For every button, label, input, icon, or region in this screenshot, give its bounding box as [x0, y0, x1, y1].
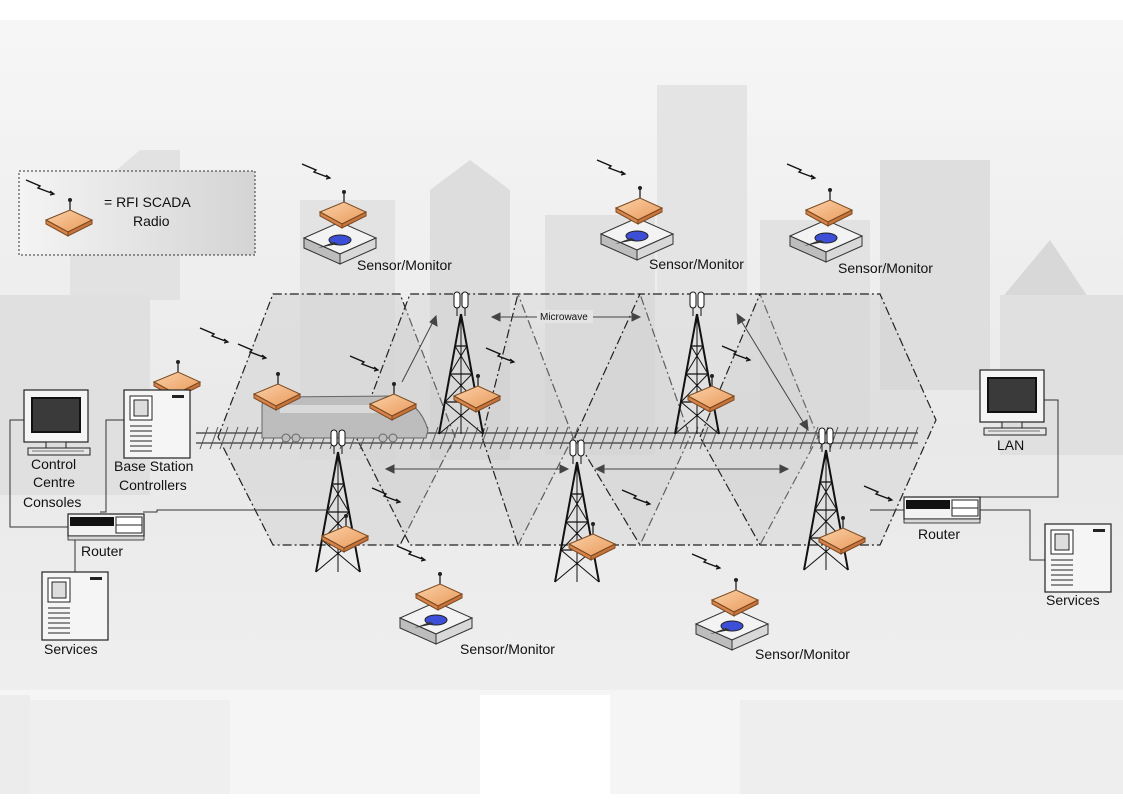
microwave-label-bg — [537, 310, 593, 323]
track-tie — [849, 426, 859, 450]
track-tie — [459, 426, 469, 450]
router-icon — [67, 513, 145, 541]
coverage-cells — [217, 293, 937, 546]
sensor-monitor-label: Sensor/Monitor — [755, 646, 850, 662]
sensor-monitor-top-1: Sensor/Monitor — [301, 163, 452, 273]
router-label: Router — [918, 526, 960, 542]
track-tie — [899, 426, 909, 450]
server-icon — [1044, 523, 1112, 593]
track-tie — [809, 426, 819, 450]
services-label: Services — [44, 641, 98, 657]
router-label: Router — [81, 543, 123, 559]
track-tie — [469, 426, 479, 450]
track-tie — [729, 426, 739, 450]
track-tie — [249, 426, 259, 450]
track-tie — [779, 426, 789, 450]
sensor-monitor-label: Sensor/Monitor — [838, 260, 933, 276]
sensor-monitor-label: Sensor/Monitor — [460, 641, 555, 657]
sensor-monitor-bottom-1: Sensor/Monitor — [396, 545, 555, 657]
track-tie — [799, 426, 809, 450]
track-tie — [589, 426, 599, 450]
track-tie — [889, 426, 899, 450]
sensor-monitor-top-3: Sensor/Monitor — [786, 163, 933, 276]
track-tie — [199, 426, 209, 450]
server-icon — [41, 571, 109, 641]
track-tie — [499, 426, 509, 450]
track-tie — [659, 426, 669, 450]
track-tie — [209, 426, 219, 450]
track-tie — [769, 426, 779, 450]
track-tie — [639, 426, 649, 450]
track-tie — [869, 426, 879, 450]
legend-radio-label-2: Radio — [133, 213, 170, 229]
track-tie — [709, 426, 719, 450]
track-tie — [739, 426, 749, 450]
track-tie — [759, 426, 769, 450]
sensor-monitor-label: Sensor/Monitor — [357, 257, 452, 273]
track-tie — [559, 426, 569, 450]
track-tie — [549, 426, 559, 450]
track-tie — [679, 426, 689, 450]
services-label: Services — [1046, 592, 1100, 608]
microwave-label: Microwave — [540, 312, 588, 323]
control-centre-label-2: Centre — [33, 474, 75, 490]
track-tie — [239, 426, 249, 450]
track-tie — [909, 426, 919, 450]
control-centre-label-3: Consoles — [23, 494, 81, 510]
track-tie — [529, 426, 539, 450]
track-tie — [429, 426, 439, 450]
bsc-label: Base Station — [114, 458, 193, 474]
track-tie — [699, 426, 709, 450]
track-tie — [879, 426, 889, 450]
track-tie — [449, 426, 459, 450]
track-tie — [219, 426, 229, 450]
sensor-monitor-bottom-2: Sensor/Monitor — [691, 553, 850, 662]
bsc-label-2: Controllers — [119, 477, 187, 493]
track-tie — [479, 426, 489, 450]
track-tie — [839, 426, 849, 450]
track-tie — [629, 426, 639, 450]
railway-track — [196, 426, 919, 450]
track-tie — [649, 426, 659, 450]
network-wiring — [9, 399, 1059, 578]
track-tie — [439, 426, 449, 450]
track-tie — [669, 426, 679, 450]
track-tie — [789, 426, 799, 450]
track-tie — [509, 426, 519, 450]
lan-label: LAN — [997, 437, 1024, 453]
legend-radio-label: = RFI SCADA — [104, 194, 191, 210]
track-tie — [609, 426, 619, 450]
track-tie — [719, 426, 729, 450]
router-icon — [903, 496, 981, 524]
sensor-monitor-label: Sensor/Monitor — [649, 256, 744, 272]
track-tie — [619, 426, 629, 450]
sensor-monitor-top-2: Sensor/Monitor — [596, 159, 744, 272]
track-tie — [859, 426, 869, 450]
legend: = RFI SCADA Radio — [18, 170, 256, 256]
track-tie — [829, 426, 839, 450]
track-tie — [489, 426, 499, 450]
track-tie — [599, 426, 609, 450]
track-tie — [539, 426, 549, 450]
track-tie — [229, 426, 239, 450]
control-centre-label: Control — [31, 456, 76, 472]
track-tie — [749, 426, 759, 450]
track-tie — [519, 426, 529, 450]
base-station-controller-icon — [123, 389, 191, 459]
